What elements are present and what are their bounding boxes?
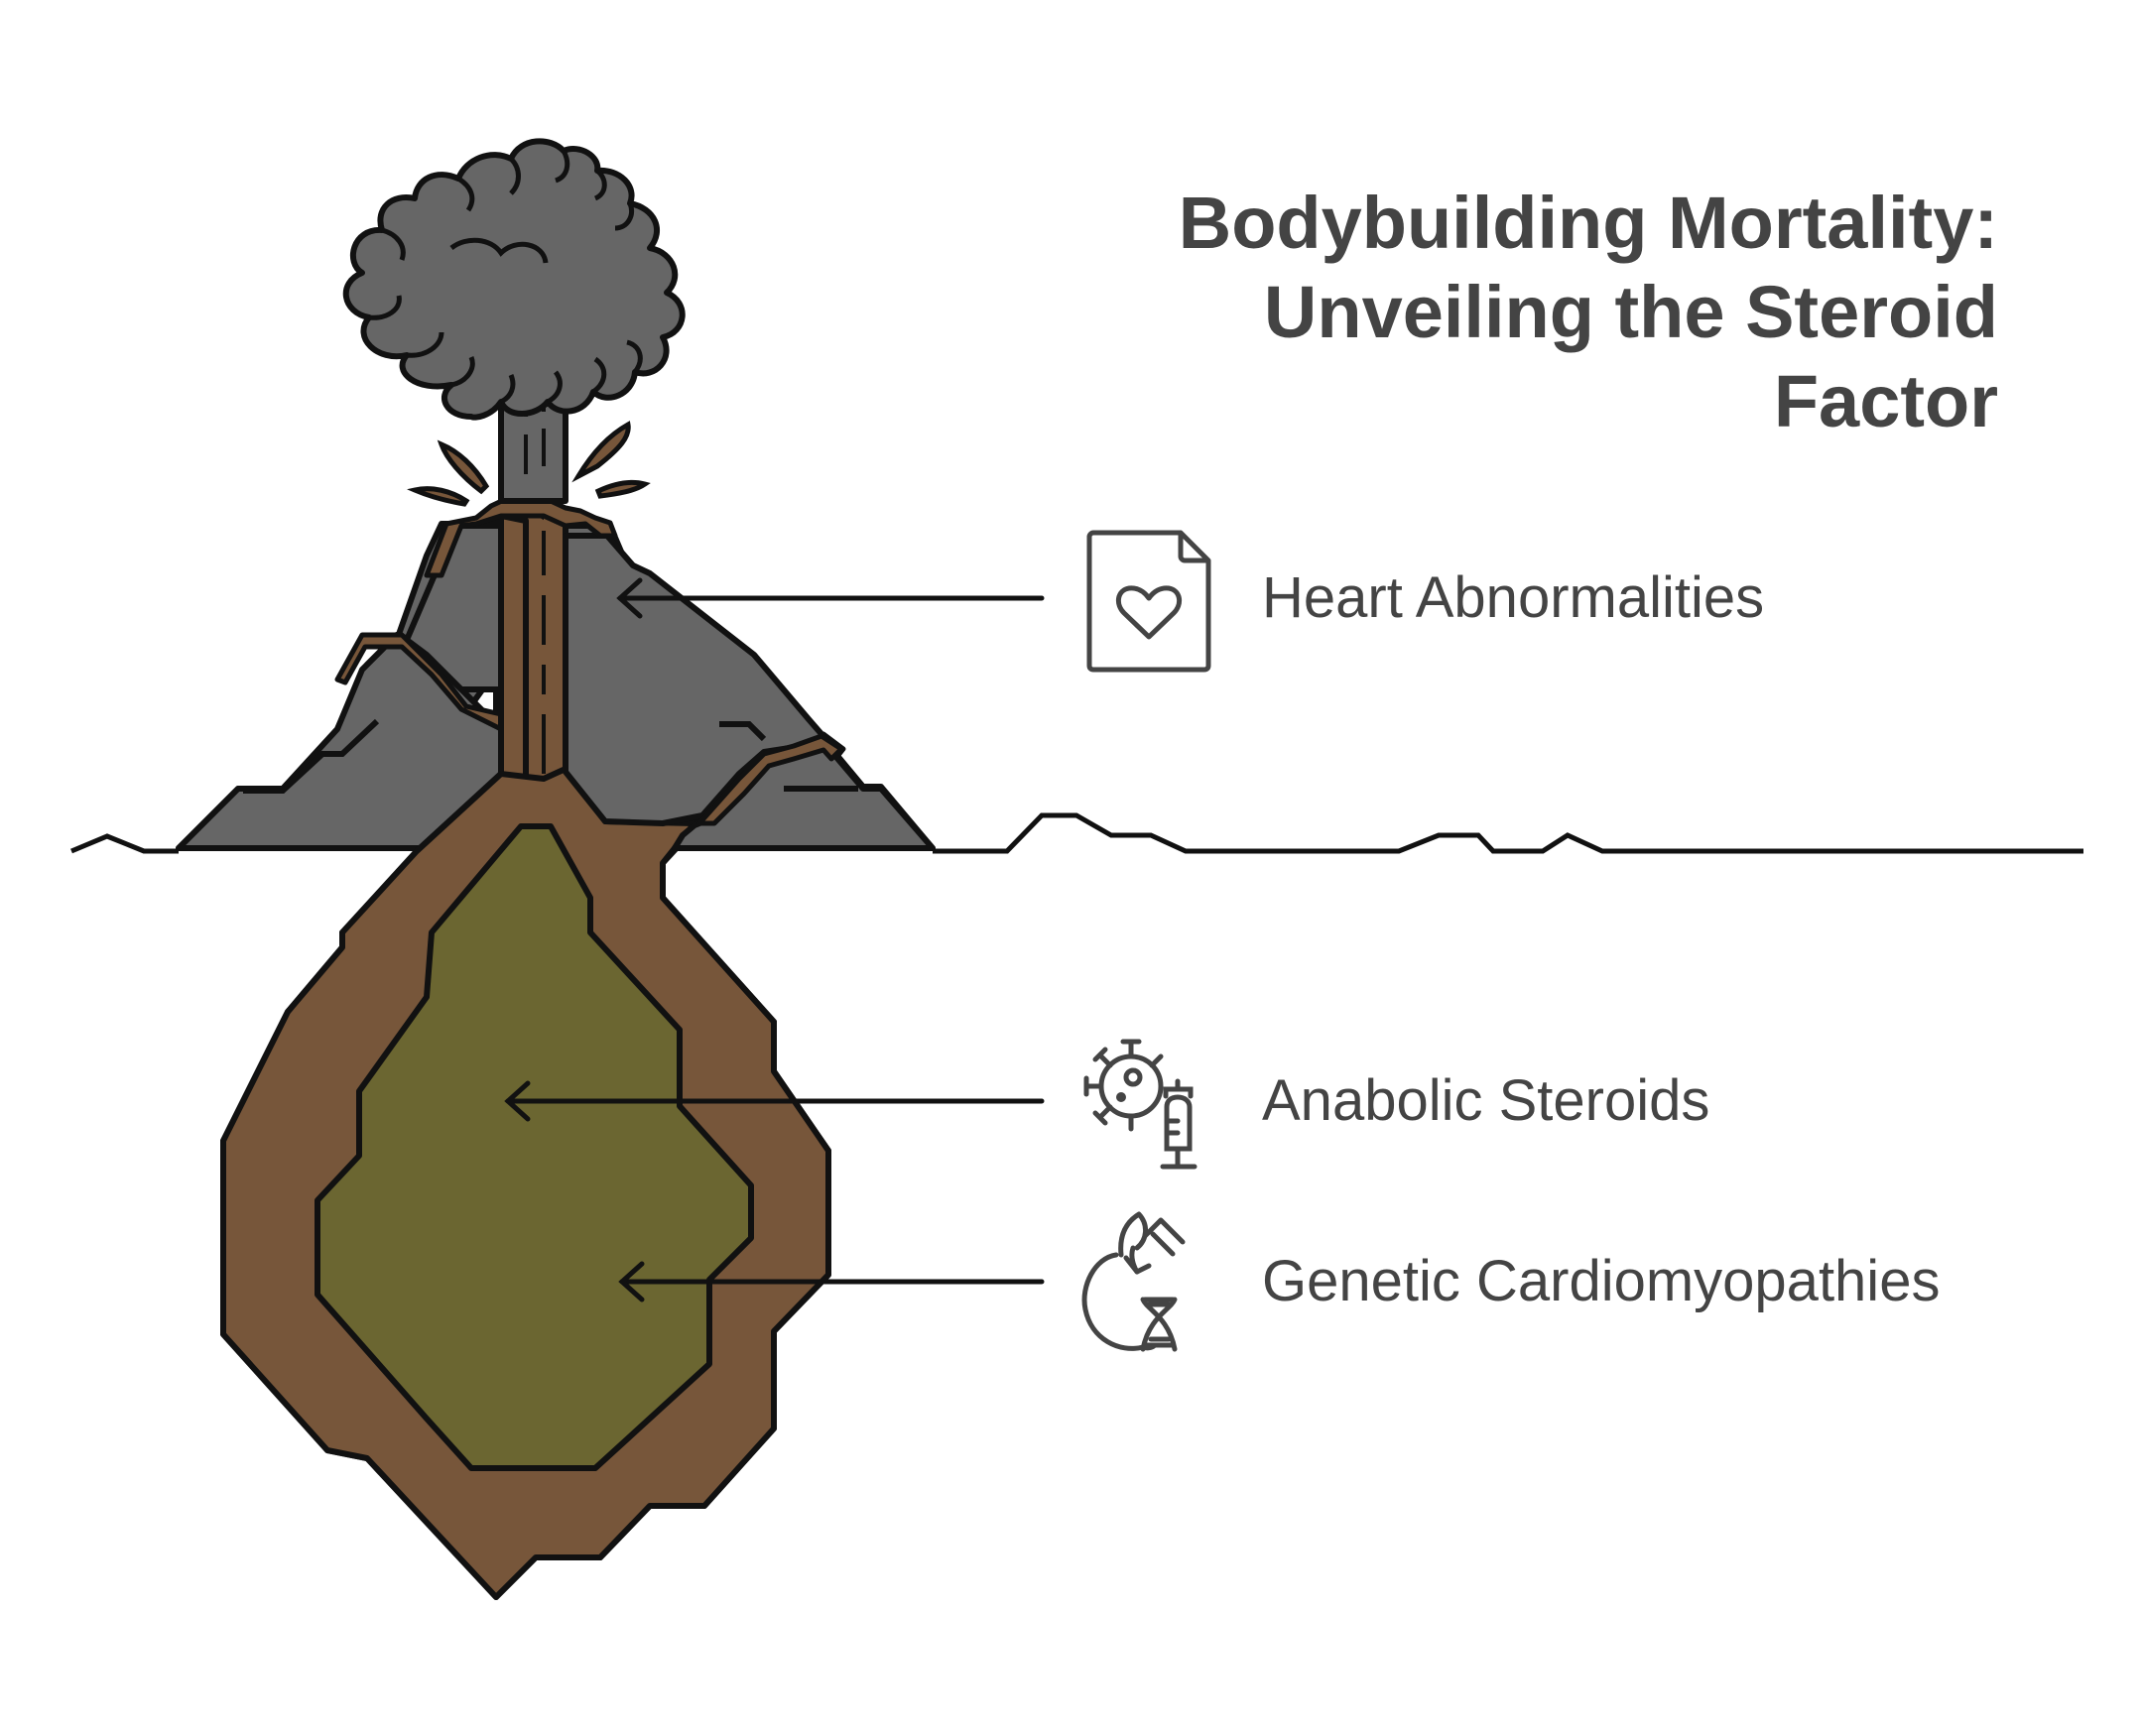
apple-dna-icon [1072, 1200, 1230, 1359]
lava-splash-right-drop [598, 482, 645, 496]
virus-syringe-icon [1072, 1022, 1230, 1180]
lava-splash-left-drop [415, 489, 466, 504]
smoke-cloud [346, 141, 683, 417]
label-genetic-cardiomyopathies: Genetic Cardiomyopathies [1262, 1247, 1940, 1316]
label-heart-abnormalities: Heart Abnormalities [1262, 563, 1764, 633]
title-line-3: Factor [1105, 357, 1998, 446]
lava-splash-left [441, 444, 486, 491]
heart-document-icon [1072, 521, 1230, 680]
label-anabolic-steroids: Anabolic Steroids [1262, 1066, 1709, 1136]
diagram-title: Bodybuilding Mortality: Unveiling the St… [1105, 179, 1998, 446]
title-line-1: Bodybuilding Mortality: [1105, 179, 1998, 268]
title-line-2: Unveiling the Steroid [1105, 268, 1998, 357]
lava-splash-right [578, 425, 628, 476]
